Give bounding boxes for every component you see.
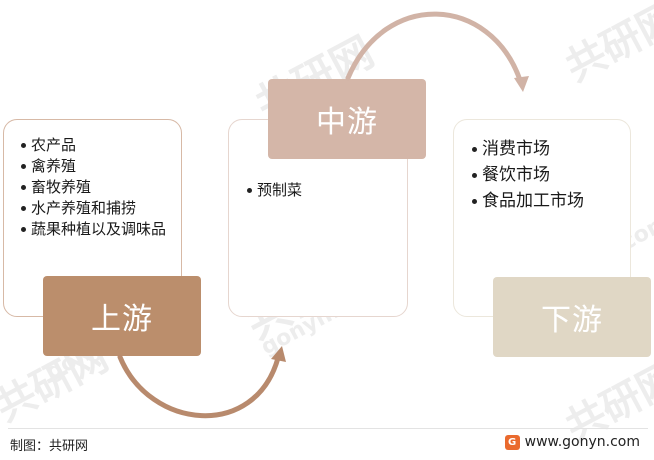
footer-brand: G www.gonyn.com (504, 434, 640, 450)
midstream-label: 中游 (268, 79, 426, 159)
upstream-item-list: 农产品 禽养殖 畜牧养殖 水产养殖和捕捞 蔬果种植以及调味品 (19, 135, 169, 240)
gonyn-logo-icon: G (504, 434, 520, 450)
downstream-label: 下游 (493, 277, 651, 357)
upstream-item: 畜牧养殖 (19, 177, 169, 198)
lower-arrow (117, 354, 281, 419)
upper-arrow (345, 11, 523, 83)
footer-source: 制图：共研网 (10, 439, 89, 454)
footer-website: www.gonyn.com (524, 434, 640, 450)
upstream-item: 农产品 (19, 135, 169, 156)
upstream-label: 上游 (43, 276, 201, 356)
upstream-item: 蔬果种植以及调味品 (19, 219, 169, 240)
upstream-item: 禽养殖 (19, 156, 169, 177)
upstream-item: 水产养殖和捕捞 (19, 198, 169, 219)
downstream-item: 食品加工市场 (470, 188, 620, 214)
downstream-item: 餐饮市场 (470, 162, 620, 188)
footer-divider (8, 428, 648, 429)
downstream-item: 消费市场 (470, 136, 620, 162)
midstream-item: 预制菜 (245, 180, 395, 201)
lower-arrowhead (271, 346, 286, 362)
midstream-item-list: 预制菜 (245, 180, 395, 201)
upper-arrowhead (514, 76, 529, 92)
downstream-item-list: 消费市场 餐饮市场 食品加工市场 (470, 136, 620, 214)
